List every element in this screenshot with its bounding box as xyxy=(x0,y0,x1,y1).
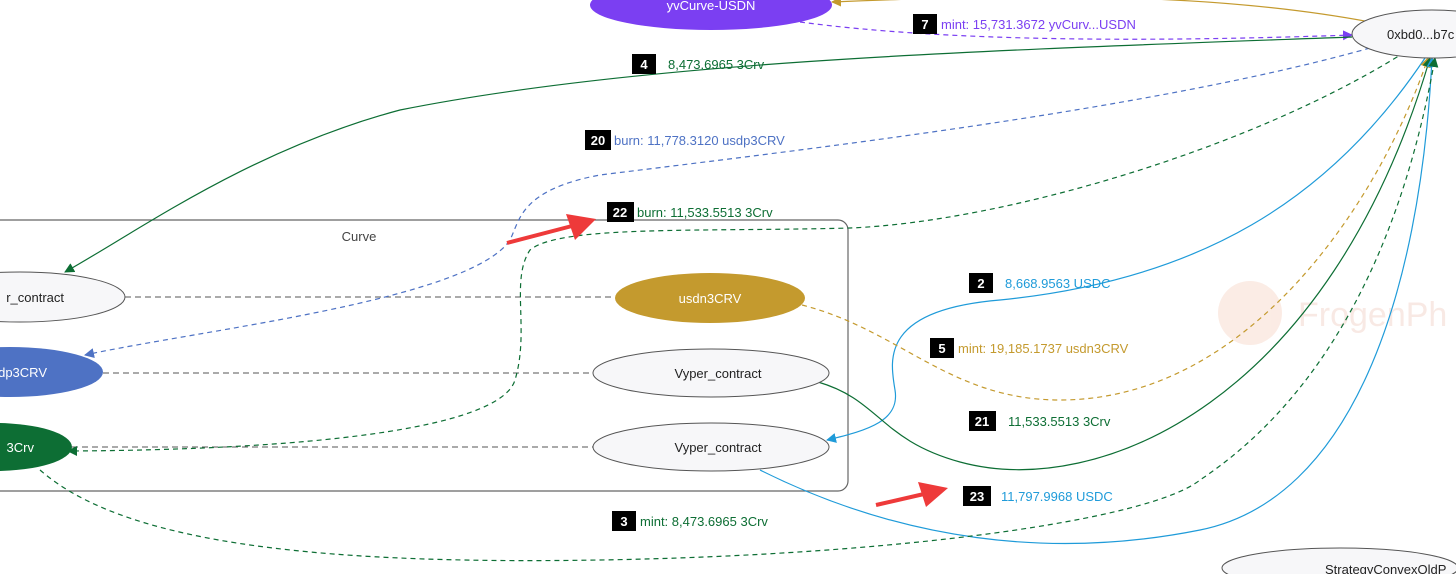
edge-5-number: 5 xyxy=(938,341,945,356)
edge-gold-top xyxy=(831,0,1371,23)
node-yvcurve-usdn[interactable]: yvCurve-USDN xyxy=(590,0,832,30)
node-usdn3crv[interactable]: usdn3CRV xyxy=(615,273,805,323)
edge-label-4: 4 8,473.6965 3Crv xyxy=(632,54,765,74)
node-usdp3crv[interactable]: dp3CRV xyxy=(0,347,103,397)
edge-20-number: 20 xyxy=(591,133,605,148)
watermark: FrogenPh xyxy=(1218,281,1447,345)
edge-2-text: 8,668.9563 USDC xyxy=(1005,276,1111,291)
node-strategy-label: StrategyConvexOldP xyxy=(1325,562,1446,574)
edge-22-text: burn: 11,533.5513 3Crv xyxy=(637,205,773,220)
node-vyper-low[interactable]: Vyper_contract xyxy=(592,422,830,472)
node-vyper-left-label: r_contract xyxy=(6,290,64,305)
red-arrow-upper xyxy=(506,214,596,245)
edge-3-number: 3 xyxy=(620,514,627,529)
edge-2 xyxy=(826,57,1426,443)
edge-5 xyxy=(801,57,1430,401)
curve-cluster-box xyxy=(0,219,849,492)
node-vyper-mid-label: Vyper_contract xyxy=(675,366,762,381)
edge-21-number: 21 xyxy=(975,414,989,429)
edge-20-text: burn: 11,778.3120 usdp3CRV xyxy=(614,133,785,148)
edge-23 xyxy=(759,57,1437,545)
edge-3-text: mint: 8,473.6965 3Crv xyxy=(640,514,768,529)
node-3crv-label: 3Crv xyxy=(7,440,35,455)
node-vyper-mid[interactable]: Vyper_contract xyxy=(592,348,830,398)
node-yvcurve-usdn-label: yvCurve-USDN xyxy=(667,0,756,13)
edge-label-5: 5 mint: 19,185.1737 usdn3CRV xyxy=(930,338,1129,358)
watermark-text: FrogenPh xyxy=(1298,296,1447,334)
node-vyper-left[interactable]: r_contract xyxy=(0,271,126,323)
edge-5-text: mint: 19,185.1737 usdn3CRV xyxy=(958,341,1129,356)
edge-4 xyxy=(64,36,1353,273)
edge-4-number: 4 xyxy=(640,57,648,72)
node-address[interactable]: 0xbd0...b7c xyxy=(1351,9,1456,59)
edge-label-7: 7 mint: 15,731.3672 yvCurv...USDN xyxy=(913,14,1136,34)
edge-label-2: 2 8,668.9563 USDC xyxy=(969,273,1111,293)
edge-4-text: 8,473.6965 3Crv xyxy=(668,57,765,72)
edge-label-20: 20 burn: 11,778.3120 usdp3CRV xyxy=(585,130,785,150)
edge-21 xyxy=(817,57,1433,471)
edge-20 xyxy=(84,47,1371,358)
watermark-logo-icon xyxy=(1218,281,1282,345)
node-3crv[interactable]: 3Crv xyxy=(0,423,72,471)
node-usdp3crv-label: dp3CRV xyxy=(0,365,47,380)
edge-7-number: 7 xyxy=(921,17,928,32)
edge-21-text: 11,533.5513 3Crv xyxy=(1008,414,1111,429)
edge-23-text: 11,797.9968 USDC xyxy=(1001,489,1113,504)
edge-7 xyxy=(799,21,1353,41)
edge-label-22: 22 burn: 11,533.5513 3Crv xyxy=(607,202,773,222)
red-arrow-lower xyxy=(875,482,948,507)
node-strategy[interactable]: StrategyConvexOldP xyxy=(1221,547,1456,574)
node-address-label: 0xbd0...b7c xyxy=(1387,27,1455,42)
edge-23-number: 23 xyxy=(970,489,984,504)
edge-2-number: 2 xyxy=(977,276,984,291)
node-vyper-low-label: Vyper_contract xyxy=(675,440,762,455)
edge-label-21: 21 11,533.5513 3Crv xyxy=(969,411,1111,431)
edge-label-23: 23 11,797.9968 USDC xyxy=(963,486,1113,506)
curve-cluster-label: Curve xyxy=(342,229,377,244)
edge-label-3: 3 mint: 8,473.6965 3Crv xyxy=(612,511,768,531)
edge-7-text: mint: 15,731.3672 yvCurv...USDN xyxy=(941,17,1136,32)
node-usdn3crv-label: usdn3CRV xyxy=(679,291,742,306)
edge-22-number: 22 xyxy=(613,205,627,220)
